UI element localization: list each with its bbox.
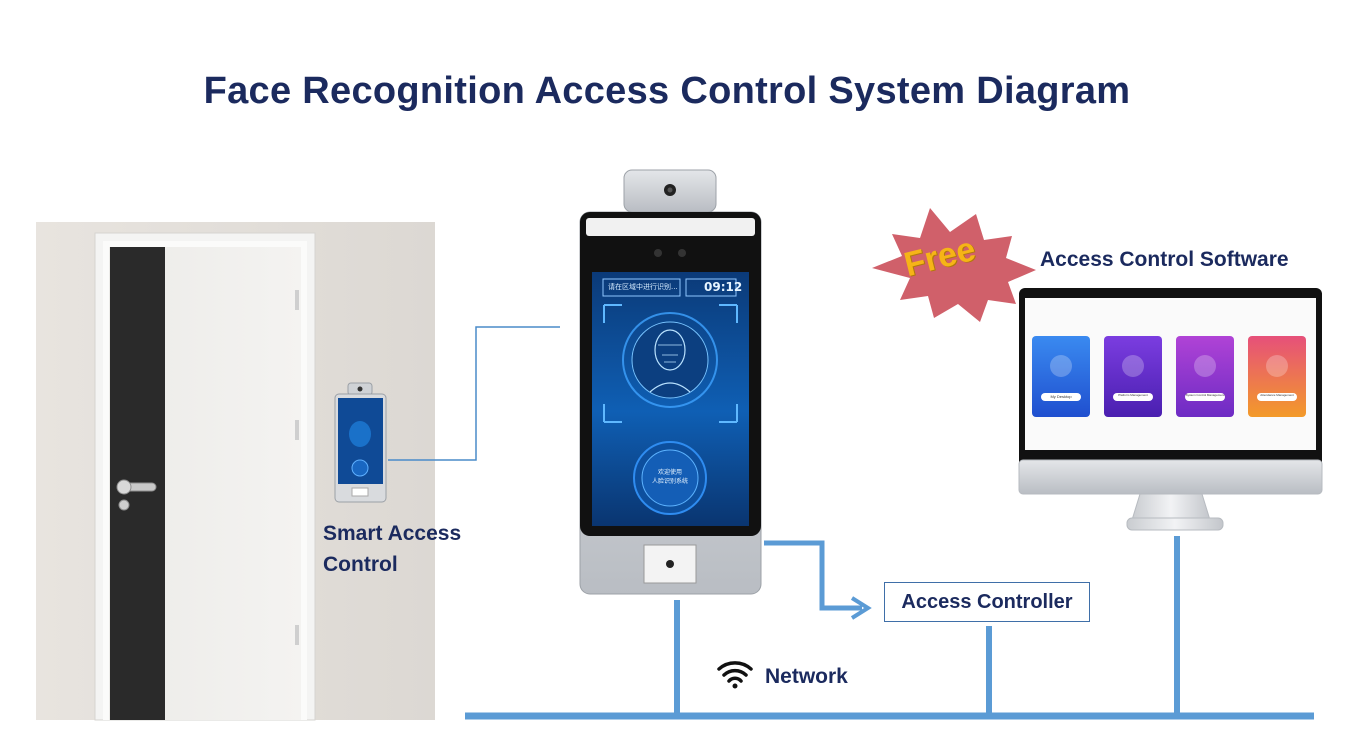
- door-handle-icon: [116, 479, 157, 511]
- screen-status-text: 请在区域中进行识别...: [608, 283, 678, 291]
- card-label-4: Attendance Management: [1260, 393, 1294, 397]
- software-card-3: [1176, 336, 1234, 417]
- wifi-icon: [717, 661, 753, 689]
- small-terminal: [334, 382, 387, 503]
- smart-access-line2: Control: [323, 553, 398, 576]
- smart-access-label: Smart Access Control: [323, 518, 461, 580]
- software-card-1: [1032, 336, 1090, 417]
- face-scan-icon: [603, 304, 738, 423]
- card-label-1: My Desktop: [1050, 394, 1072, 399]
- free-burst: [872, 208, 1036, 322]
- card-label-2: Platform Management: [1118, 393, 1148, 397]
- card-label-3: System Control Management: [1185, 393, 1225, 397]
- monitor: [1018, 288, 1323, 531]
- diagram-title: Face Recognition Access Control System D…: [203, 70, 1131, 112]
- screen-time: 09:12: [704, 280, 743, 294]
- camera-icon: [664, 184, 676, 196]
- smart-access-line1: Smart Access: [323, 522, 462, 545]
- screen-welcome-line1: 欢迎使用: [657, 469, 682, 476]
- screen-welcome: 欢迎使用 人脸识别系统: [640, 468, 700, 486]
- software-card-4: [1248, 336, 1306, 417]
- screen-welcome-line2: 人脸识别系统: [651, 478, 688, 485]
- software-label: Access Control Software: [1040, 248, 1289, 271]
- access-controller-box: Access Controller: [884, 582, 1090, 622]
- network-label: Network: [765, 665, 848, 688]
- zoom-connector: [388, 326, 560, 461]
- face-recognition-terminal: [579, 169, 762, 595]
- software-card-2: [1104, 336, 1162, 417]
- network-connectors: [465, 536, 1314, 720]
